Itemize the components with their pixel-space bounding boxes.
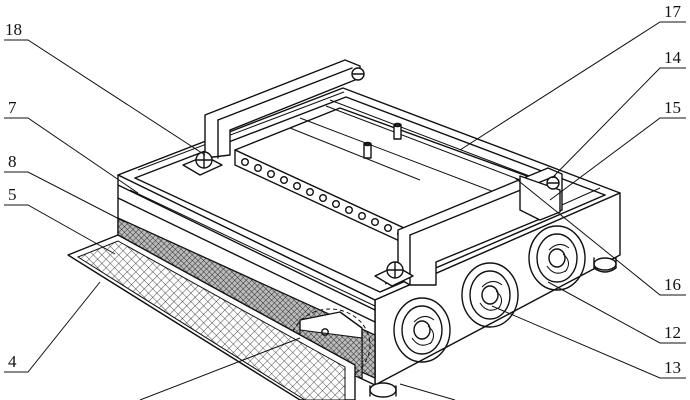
leader-8 xyxy=(4,171,126,223)
label-7: 7 xyxy=(8,98,17,117)
leader-7 xyxy=(4,117,139,194)
leader-15 xyxy=(549,117,686,201)
label-12: 12 xyxy=(664,323,681,342)
screw-left xyxy=(182,151,223,176)
fan-3 xyxy=(528,225,586,291)
part-labels: 18 7 8 5 4 17 14 15 16 12 13 xyxy=(5,2,682,377)
fan-1 xyxy=(393,297,451,363)
pin-2 xyxy=(363,141,372,159)
label-8: 8 xyxy=(8,152,17,171)
feet xyxy=(369,257,617,398)
leader-4 xyxy=(4,281,101,373)
leader-13 xyxy=(491,305,686,379)
leader-12 xyxy=(547,281,686,344)
tray-mesh xyxy=(76,240,346,400)
screw-side xyxy=(546,176,560,190)
pull-out-tray xyxy=(67,234,356,400)
leader-bottom xyxy=(139,337,301,400)
leader-lines xyxy=(4,21,686,400)
leader-18 xyxy=(4,39,206,156)
label-4: 4 xyxy=(8,352,17,371)
front-rail-channel xyxy=(117,184,376,323)
label-5: 5 xyxy=(8,185,17,204)
leader-14 xyxy=(551,67,686,179)
leader-16 xyxy=(514,177,686,296)
label-16: 16 xyxy=(664,275,681,294)
pin-1 xyxy=(393,122,402,140)
leader-17 xyxy=(459,21,686,151)
label-14: 14 xyxy=(664,48,682,67)
label-13: 13 xyxy=(664,358,681,377)
fan-set xyxy=(393,225,586,363)
hole-row xyxy=(240,157,406,238)
leader-bottom-right xyxy=(399,383,456,400)
screw-right xyxy=(374,261,414,287)
screw-back xyxy=(351,67,365,81)
leader-5 xyxy=(4,204,116,255)
label-17: 17 xyxy=(664,2,682,21)
filter-screw-icon xyxy=(321,328,329,336)
fan-2 xyxy=(461,262,519,328)
label-18: 18 xyxy=(5,20,22,39)
label-15: 15 xyxy=(664,98,681,117)
